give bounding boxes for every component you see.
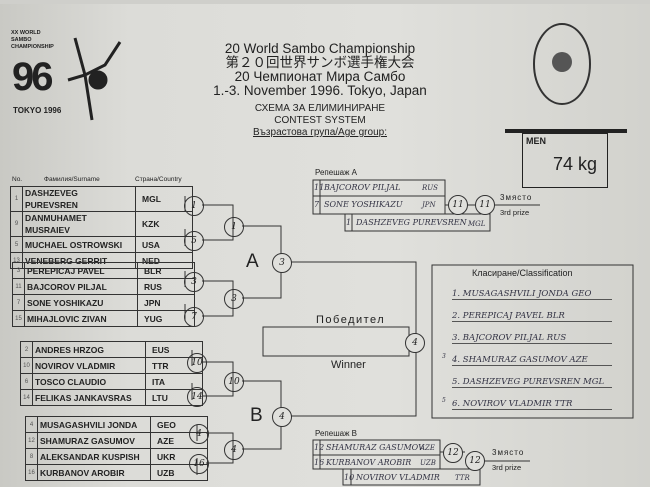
athlete-name: MIHAJLOVIC ZIVAN <box>24 310 138 327</box>
repechage-a-label: Репешаж А <box>315 168 357 177</box>
rep-name: DASHZEVEG PUREVSREN <box>356 218 467 227</box>
rep-name: KURBANOV AROBIR <box>326 458 412 467</box>
classification-row: 6. NOVIROV VLADMIR TTR <box>452 399 612 410</box>
classification-row: 1. MUSAGASHVILI JONDA GEO <box>452 289 612 300</box>
match-circle: 3 <box>184 272 204 292</box>
classification-row: 4. SHAMURAZ GASUMOV AZE <box>452 355 612 366</box>
rep-country: TTR <box>455 474 470 482</box>
match-circle: 14 <box>187 387 207 407</box>
match-circle: 3 <box>224 289 244 309</box>
athlete-country: KZK <box>135 211 193 237</box>
title-jp: 第２０回世界サンボ選手権大会 <box>225 55 415 70</box>
rep-country: UZB <box>420 459 436 467</box>
rep-no: 11 <box>314 183 325 192</box>
match-circle: 7 <box>184 307 204 327</box>
col-country: Страна/Country <box>135 176 182 183</box>
rep-country: JPN <box>422 201 436 209</box>
logo-line-3: CHAMPIONSHIP <box>11 44 54 50</box>
pool-a-winner: 3 <box>272 253 292 273</box>
rep-no: 10 <box>344 473 355 482</box>
wrestlers-icon <box>67 37 122 121</box>
match-circle: 10 <box>224 372 244 392</box>
third-place-bg: 3място <box>500 193 533 202</box>
third-place-en: 3rd prize <box>500 208 530 217</box>
gender: MEN <box>526 136 546 146</box>
rep-name: BAJCOROV PILJAL <box>324 183 401 192</box>
final-winner: 4 <box>405 333 425 353</box>
winner-label-bg: Победител <box>316 314 386 326</box>
category-bar <box>505 129 627 133</box>
classification-row: 5. DASHZEVEG PUREVSREN MGL <box>452 377 612 388</box>
rep-name: SONE YOSHIKAZU <box>324 200 403 209</box>
rep-country: AZE <box>420 444 436 452</box>
pool-a-label: A <box>246 251 259 272</box>
rep-no: 1 <box>346 218 352 227</box>
federation-seal-icon <box>533 23 591 105</box>
scheme-title-en: CONTEST SYSTEM <box>274 115 366 126</box>
classification-row: 2. PEREPICAJ PAVEL BLR <box>452 311 612 322</box>
rep-no: 7 <box>314 200 320 209</box>
third-place-bg: 3място <box>492 448 525 457</box>
match-circle: 11 <box>448 195 468 215</box>
match-circle: 10 <box>187 353 207 373</box>
classification-row: 3. BAJCOROV PILJAL RUS <box>452 333 612 344</box>
logo-year: 96 <box>12 55 53 99</box>
pool-b-label: B <box>250 405 263 426</box>
match-circle: 5 <box>184 231 204 251</box>
match-circle: 1 <box>224 217 244 237</box>
title-en: 20 World Sambo Championship <box>224 41 416 56</box>
age-group-label: Възрастова група/Age group: <box>253 127 387 138</box>
match-circle: 4 <box>189 424 209 444</box>
athlete-name: DASHZEVEG PUREVSREN <box>22 186 136 212</box>
logo-city: TOKYO 1996 <box>13 106 62 115</box>
col-no: No. <box>12 176 23 183</box>
athlete-country: MGL <box>135 186 193 212</box>
category-box: MEN 74 kg <box>522 133 608 188</box>
winner-label-en: Winner <box>331 359 366 371</box>
rep-name: NOVIROV VLADMIR <box>356 473 440 482</box>
logo-line-2: SAMBO <box>11 37 32 43</box>
rep-name: SHAMURAZ GASUMOV <box>326 443 424 452</box>
match-circle: 16 <box>189 454 209 474</box>
rep-no: 12 <box>314 443 325 452</box>
match-circle: 12 <box>465 451 485 471</box>
match-circle: 4 <box>224 440 244 460</box>
event-date: 1.-3. November 1996. Tokyo, Japan <box>213 83 427 98</box>
rep-country: RUS <box>422 184 438 192</box>
match-circle: 1 <box>184 196 204 216</box>
match-circle: 11 <box>475 195 495 215</box>
match-circle: 12 <box>443 443 463 463</box>
pool-b-winner: 4 <box>272 407 292 427</box>
scheme-title-bg: СХЕМА ЗА ЕЛИМИНИРАНЕ <box>254 103 386 114</box>
weight-class: 74 kg <box>553 154 598 174</box>
classification-correction: 5 <box>442 397 446 404</box>
rep-no: 16 <box>314 458 325 467</box>
third-place-en: 3rd prize <box>492 463 522 472</box>
classification-title: Класиране/Classification <box>472 268 573 278</box>
classification-correction: 3 <box>442 353 446 360</box>
rep-country: MGL <box>468 220 486 228</box>
repechage-b-label: Репешаж В <box>315 429 357 438</box>
title-ru: 20 Чемпионат Мира Самбо <box>234 69 406 84</box>
athlete-name: FELIKAS JANKAVSRAS <box>32 389 146 406</box>
col-surname: Фамилия/Surname <box>44 176 100 183</box>
logo-line-1: XX WORLD <box>11 30 41 36</box>
